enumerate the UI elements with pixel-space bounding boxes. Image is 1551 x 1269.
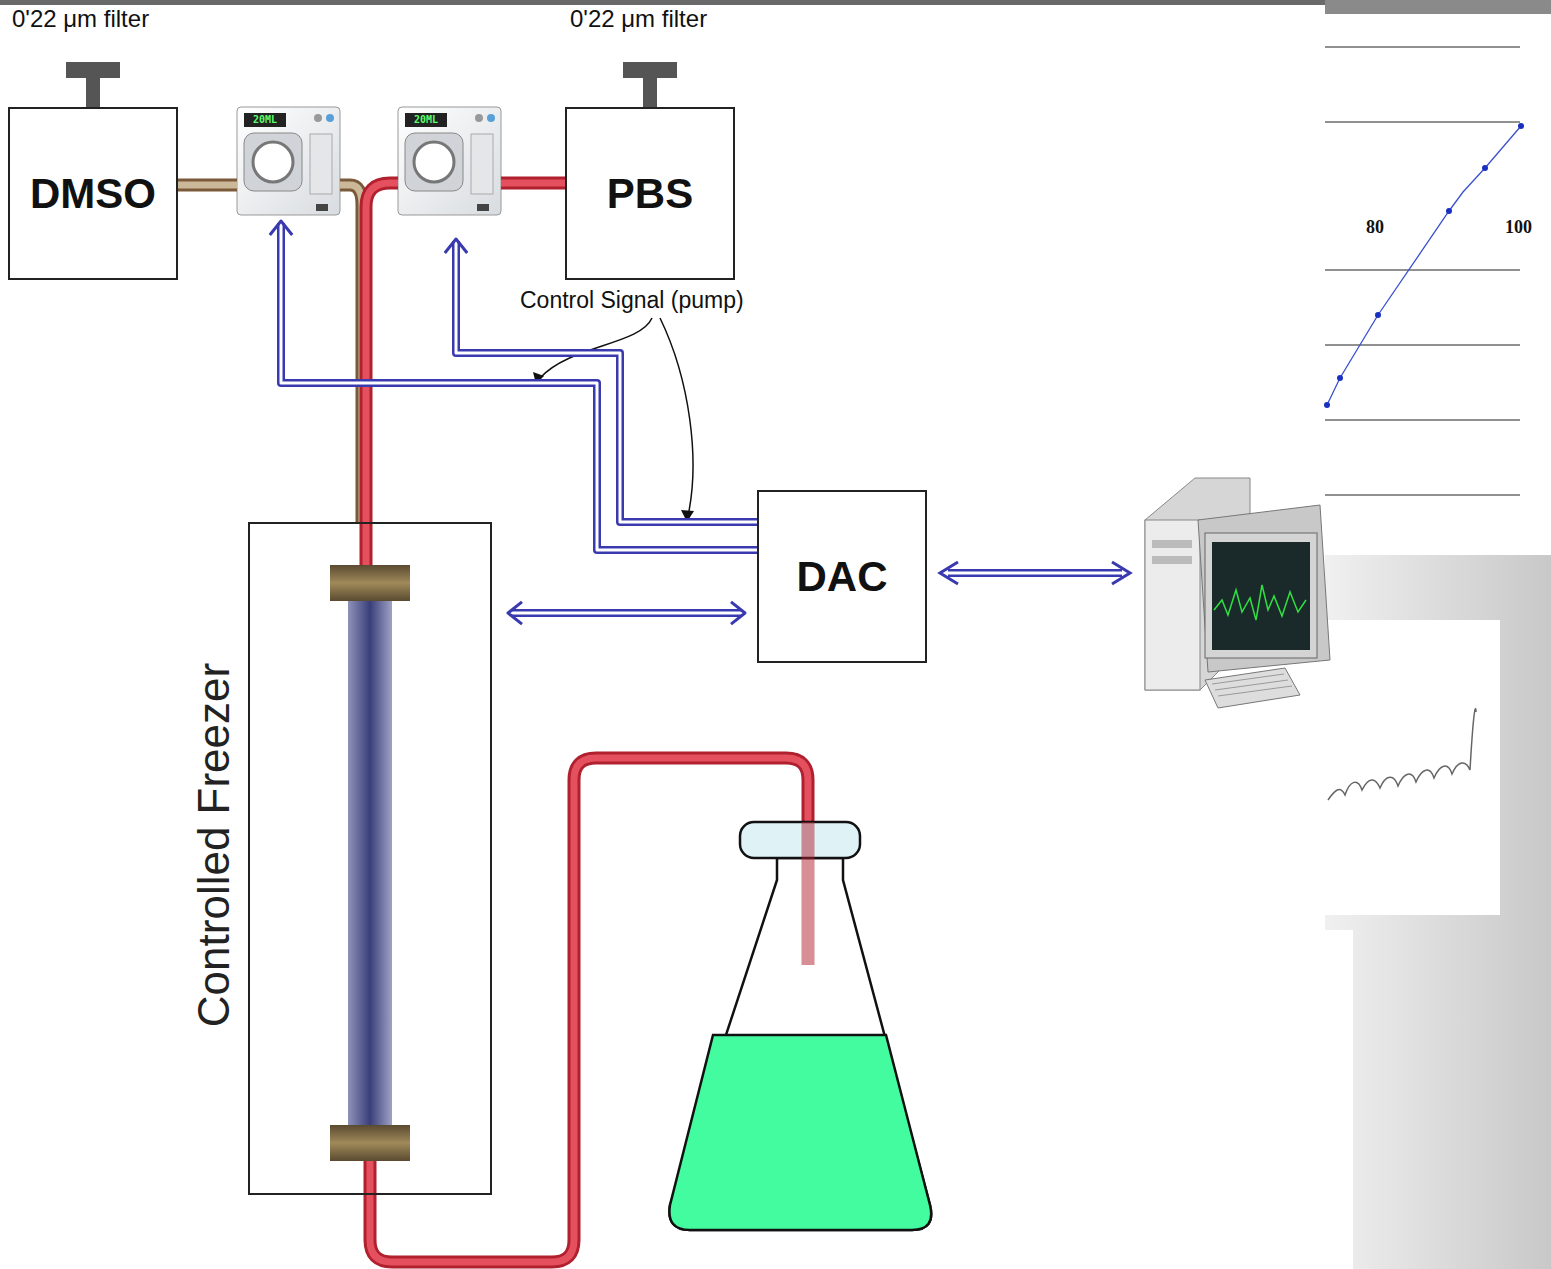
pump <box>237 107 340 215</box>
chart-line <box>1327 126 1521 405</box>
filter-knob <box>66 62 677 107</box>
box-title: PBS <box>607 170 693 218</box>
box-title: DAC <box>797 553 888 601</box>
chart-points <box>1324 123 1524 408</box>
pump <box>398 107 501 215</box>
flask <box>669 822 931 1230</box>
axis-tick: 80 <box>1366 218 1384 238</box>
pump-display: 20ML <box>406 113 446 127</box>
filter-label: 0'22 μm filter <box>570 6 707 32</box>
data-link <box>940 562 1130 584</box>
connector <box>445 239 757 522</box>
freezer-title: Controlled Freezer <box>189 663 239 1027</box>
filter-label: 0'22 μm filter <box>12 6 149 32</box>
signal-label: Control Signal (pump) <box>520 288 744 313</box>
column-cap <box>330 1125 410 1161</box>
column <box>348 585 392 1135</box>
axis-tick: 100 <box>1505 218 1532 238</box>
top-bar <box>0 0 1325 5</box>
freezer-box: Controlled Freezer <box>248 522 492 1195</box>
column-cap <box>330 565 410 601</box>
pump-node: 20ML <box>398 107 501 215</box>
connector <box>366 183 398 522</box>
pump-display: 20ML <box>245 113 285 127</box>
note-panel <box>1325 930 1353 1269</box>
process-box: PBS <box>565 107 735 280</box>
note-panel <box>1325 620 1500 915</box>
connector <box>178 185 237 186</box>
box-title: DMSO <box>30 170 156 218</box>
process-box: DMSO <box>8 107 178 280</box>
chart-fragment <box>1325 47 1520 495</box>
process-box: DAC <box>757 490 927 663</box>
connector <box>501 183 565 184</box>
computer <box>1145 478 1330 708</box>
grey-panel <box>1325 555 1551 1269</box>
scribble <box>1328 709 1476 800</box>
top-bar <box>1325 0 1551 14</box>
pump-node: 20ML <box>237 107 340 215</box>
connector <box>508 602 745 624</box>
connector <box>340 185 362 522</box>
